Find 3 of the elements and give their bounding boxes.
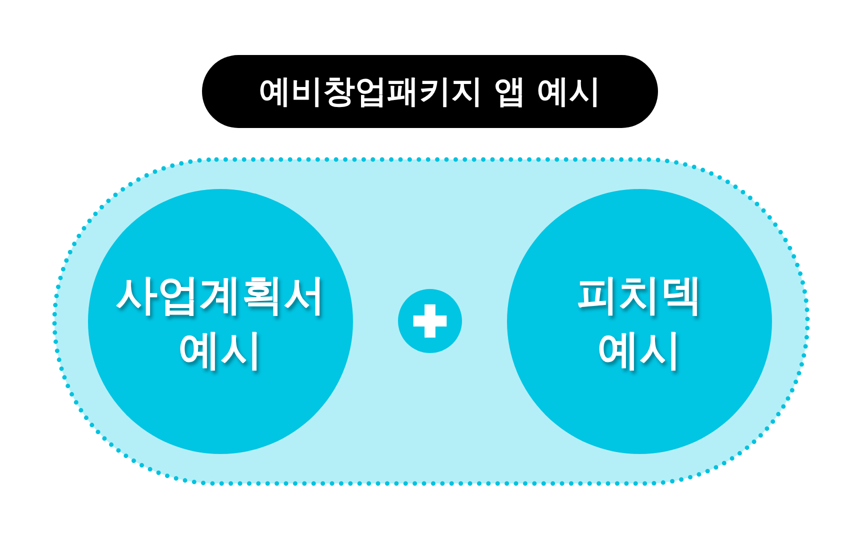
circle-label: 사업계획서 예시 <box>114 268 326 376</box>
title-banner: 예비창업패키지 앱 예시 <box>202 55 658 128</box>
circle-label: 피치덱 예시 <box>576 268 704 376</box>
